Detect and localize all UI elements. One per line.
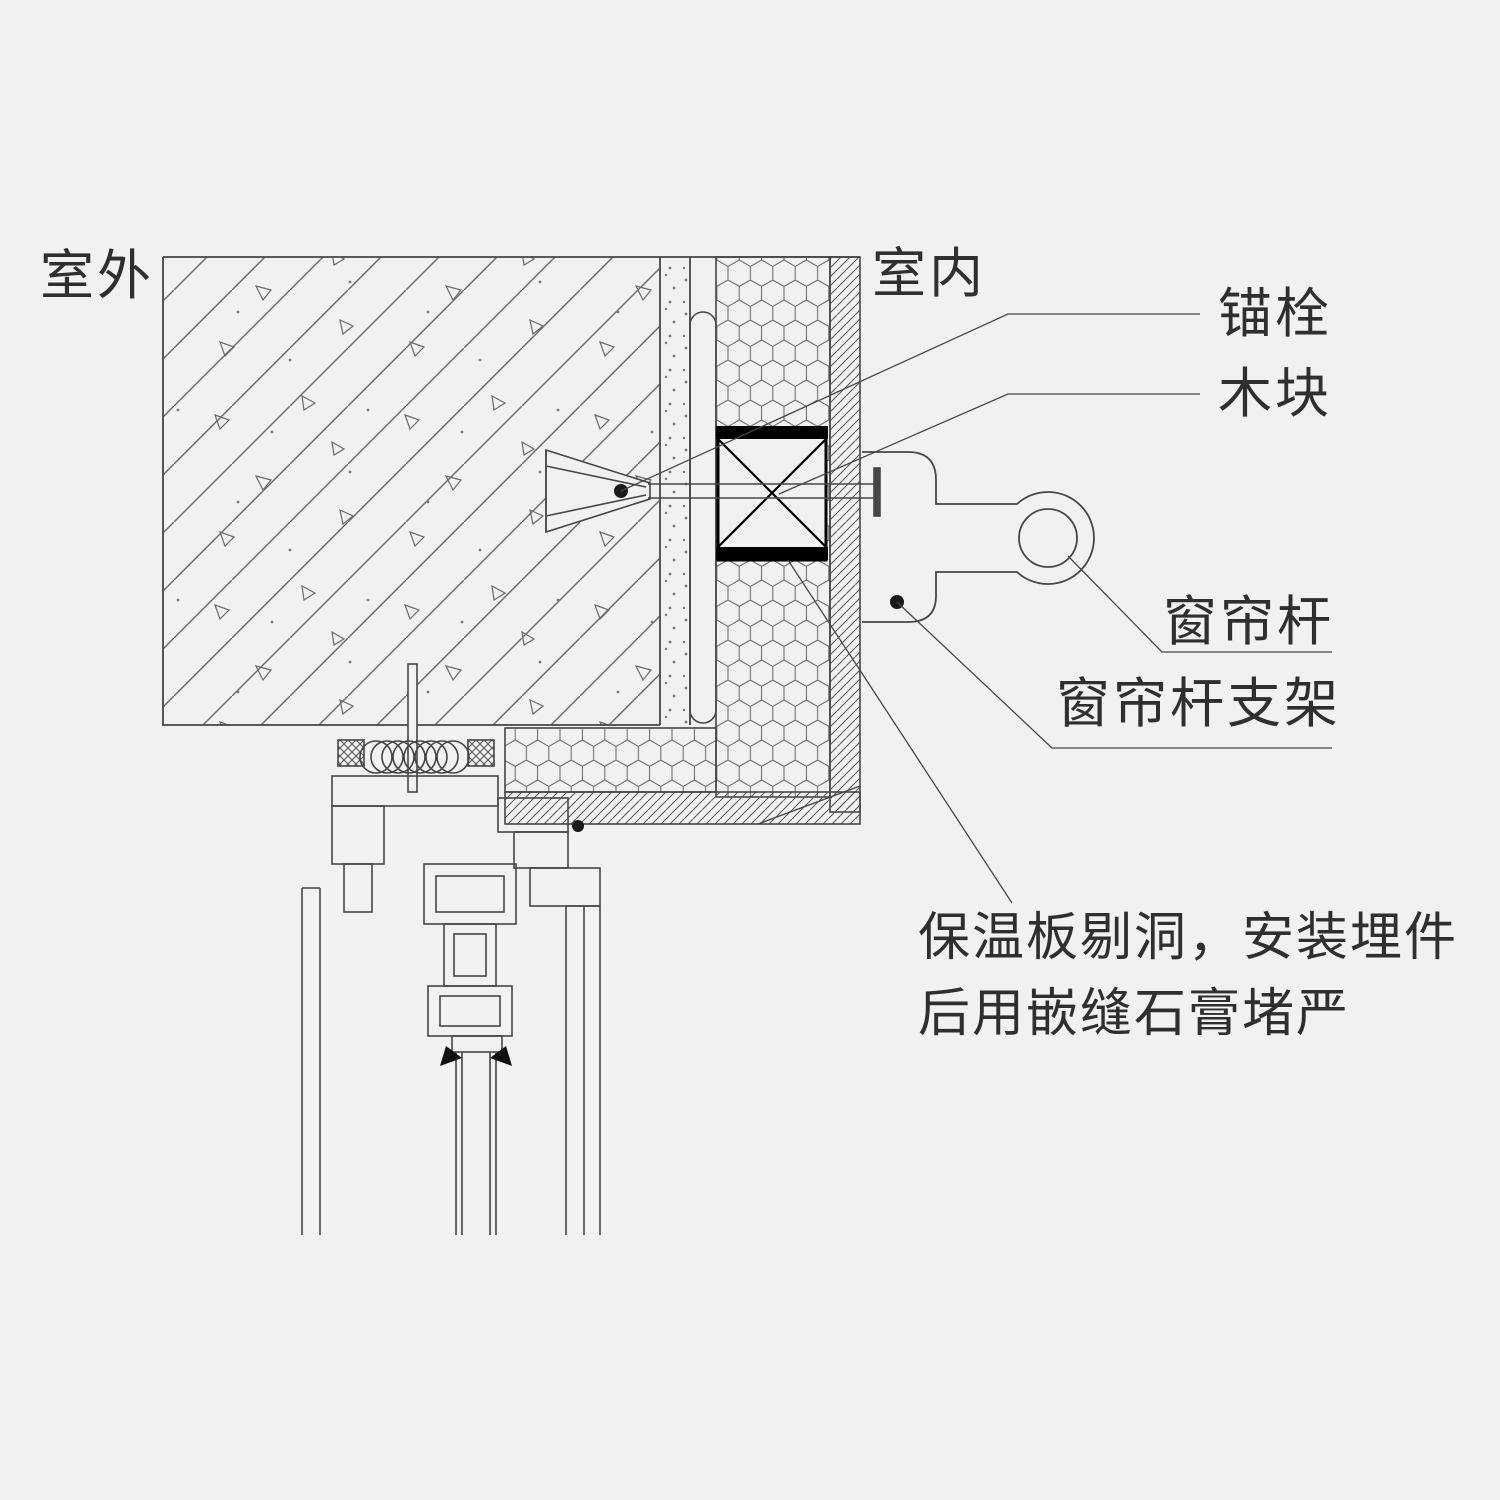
plaster-finish-layer (829, 256, 861, 813)
wood-block (716, 426, 828, 562)
callout-insulation-note-line2: 后用嵌缝石膏堵严 (918, 984, 1351, 1044)
glazing-arrow-right (490, 1046, 512, 1066)
callout-curtain-rod: 窗帘杆 (1163, 590, 1334, 653)
frame-fixing-pin (407, 663, 418, 793)
leader-curtain-rod-bracket (896, 601, 1332, 749)
sealant-block-left (337, 739, 365, 767)
wall-outline (162, 256, 860, 726)
callout-curtain-rod-bracket: 窗帘杆支架 (1056, 672, 1341, 735)
sealant-backer-rod (359, 740, 470, 774)
curtain-rod-bracket (862, 451, 1095, 623)
window-head-frame (301, 663, 601, 1235)
curtain-rod (1018, 508, 1078, 568)
leader-curtain-rod (1067, 555, 1332, 653)
label-indoor: 室内 (872, 242, 986, 305)
callout-insulation-note-line1: 保温板剔洞，安装埋件 (918, 908, 1459, 968)
glazing-unit (455, 1052, 497, 1235)
callout-anchor-bolt: 锚栓 (1218, 282, 1332, 345)
frame-joint-dot (572, 820, 584, 832)
anchor-bolt (545, 448, 881, 534)
fixing-screw-head (873, 467, 881, 517)
frame-verticals (301, 887, 601, 1235)
glazing-arrow-left (440, 1046, 462, 1066)
leader-insulation-note (787, 559, 1013, 904)
adhesive-mortar-layer (660, 257, 717, 725)
leader-anchor-bolt (620, 313, 1200, 492)
glazing-spacer (451, 1035, 503, 1053)
leader-wood-block (778, 393, 1200, 495)
callout-wood-block: 木块 (1218, 362, 1332, 425)
sealant-block-right (467, 739, 495, 767)
label-outdoor: 室外 (40, 244, 154, 307)
leader-lines (620, 313, 1332, 904)
